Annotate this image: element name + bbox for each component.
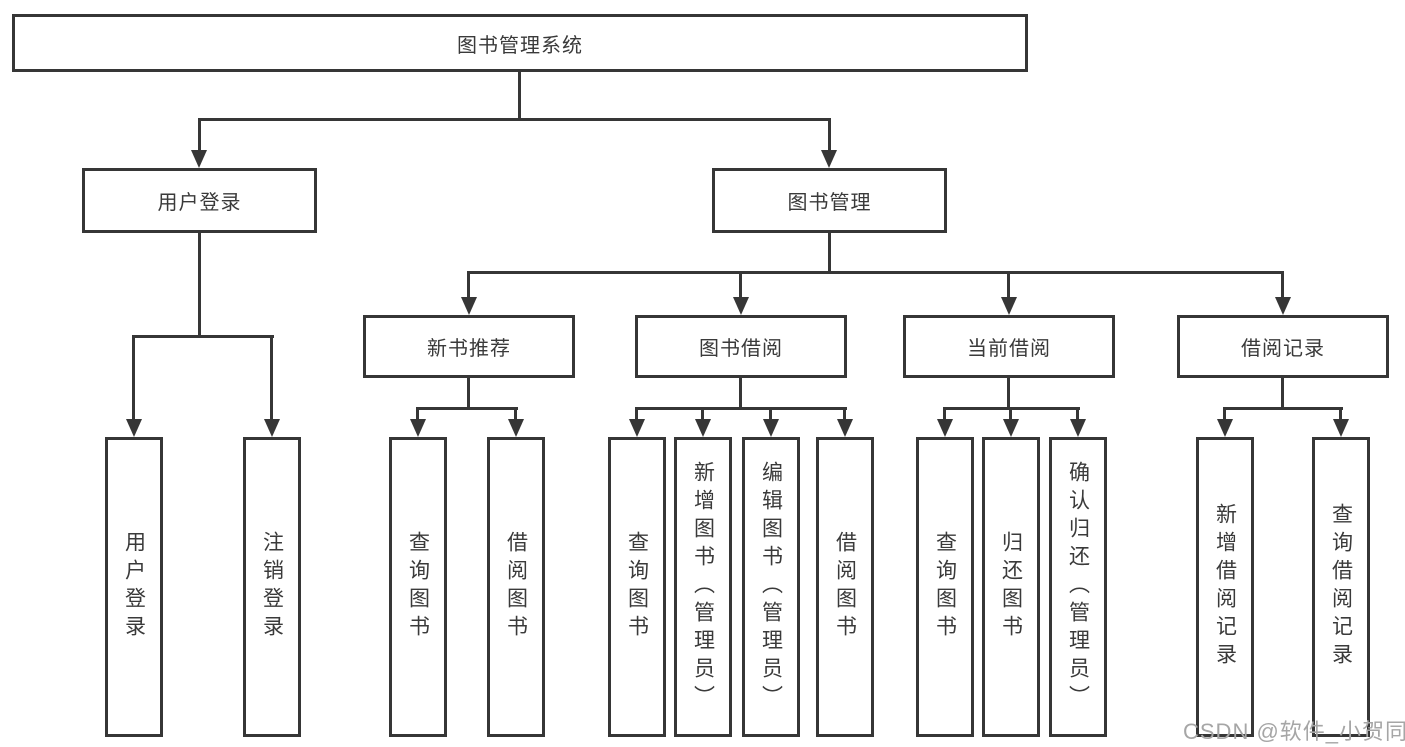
leaf-edit-book-admin: 编辑图书（管理员） bbox=[742, 437, 800, 737]
connector-line bbox=[739, 378, 742, 410]
node-book-management: 图书管理 bbox=[712, 168, 947, 233]
arrow-down-icon bbox=[1333, 419, 1349, 437]
connector-line bbox=[701, 407, 704, 421]
connector-line bbox=[1076, 407, 1079, 421]
node-library-management-system: 图书管理系统 bbox=[12, 14, 1028, 72]
arrow-down-icon bbox=[508, 419, 524, 437]
node-current-borrowing: 当前借阅 bbox=[903, 315, 1115, 378]
connector-line bbox=[635, 407, 638, 421]
connector-line bbox=[843, 407, 846, 421]
node-new-book-recommend: 新书推荐 bbox=[363, 315, 575, 378]
arrow-down-icon bbox=[461, 297, 477, 315]
arrow-down-icon bbox=[264, 419, 280, 437]
node-borrowing-records: 借阅记录 bbox=[1177, 315, 1389, 378]
arrow-down-icon bbox=[629, 419, 645, 437]
leaf-query-books-borrowing: 查询图书 bbox=[608, 437, 666, 737]
leaf-user-login: 用户登录 bbox=[105, 437, 163, 737]
connector-line bbox=[943, 407, 946, 421]
connector-line bbox=[1007, 271, 1010, 303]
connector-line bbox=[1281, 271, 1284, 303]
connector-line bbox=[636, 407, 847, 410]
node-book-borrowing: 图书借阅 bbox=[635, 315, 847, 378]
leaf-borrow-books: 借阅图书 bbox=[816, 437, 874, 737]
leaf-add-borrow-record: 新增借阅记录 bbox=[1196, 437, 1254, 737]
connector-line bbox=[198, 118, 831, 121]
connector-line bbox=[1224, 407, 1343, 410]
leaf-confirm-return-admin: 确认归还（管理员） bbox=[1049, 437, 1107, 737]
node-user-login: 用户登录 bbox=[82, 168, 317, 233]
arrow-down-icon bbox=[695, 419, 711, 437]
connector-line bbox=[518, 72, 521, 120]
arrow-down-icon bbox=[733, 297, 749, 315]
connector-line bbox=[198, 118, 201, 154]
arrow-down-icon bbox=[1217, 419, 1233, 437]
arrow-down-icon bbox=[821, 150, 837, 168]
connector-line bbox=[769, 407, 772, 421]
leaf-logout: 注销登录 bbox=[243, 437, 301, 737]
leaf-borrow-books-recommend: 借阅图书 bbox=[487, 437, 545, 737]
arrow-down-icon bbox=[837, 419, 853, 437]
arrow-down-icon bbox=[1003, 419, 1019, 437]
connector-line bbox=[467, 271, 1284, 274]
arrow-down-icon bbox=[763, 419, 779, 437]
connector-line bbox=[828, 118, 831, 154]
csdn-watermark: CSDN @软件_小贺同学 bbox=[1183, 719, 1405, 744]
arrow-down-icon bbox=[937, 419, 953, 437]
connector-line bbox=[944, 407, 1080, 410]
connector-line bbox=[198, 233, 201, 338]
connector-line bbox=[1007, 378, 1010, 410]
arrow-down-icon bbox=[410, 419, 426, 437]
connector-line bbox=[514, 407, 517, 421]
connector-line bbox=[1339, 407, 1342, 421]
connector-line bbox=[467, 271, 470, 303]
arrow-down-icon bbox=[1275, 297, 1291, 315]
connector-line bbox=[132, 335, 135, 423]
connector-line bbox=[828, 233, 831, 274]
leaf-query-books-current: 查询图书 bbox=[916, 437, 974, 737]
leaf-query-books-recommend: 查询图书 bbox=[389, 437, 447, 737]
connector-line bbox=[416, 407, 419, 421]
connector-line bbox=[1281, 378, 1284, 410]
arrow-down-icon bbox=[191, 150, 207, 168]
connector-line bbox=[133, 335, 274, 338]
arrow-down-icon bbox=[126, 419, 142, 437]
connector-line bbox=[417, 407, 518, 410]
leaf-add-book-admin: 新增图书（管理员） bbox=[674, 437, 732, 737]
arrow-down-icon bbox=[1001, 297, 1017, 315]
connector-line bbox=[270, 335, 273, 423]
connector-line bbox=[1223, 407, 1226, 421]
leaf-query-borrow-record: 查询借阅记录 bbox=[1312, 437, 1370, 737]
connector-line bbox=[467, 378, 470, 410]
connector-line bbox=[1009, 407, 1012, 421]
connector-line bbox=[739, 271, 742, 303]
arrow-down-icon bbox=[1070, 419, 1086, 437]
leaf-return-book: 归还图书 bbox=[982, 437, 1040, 737]
